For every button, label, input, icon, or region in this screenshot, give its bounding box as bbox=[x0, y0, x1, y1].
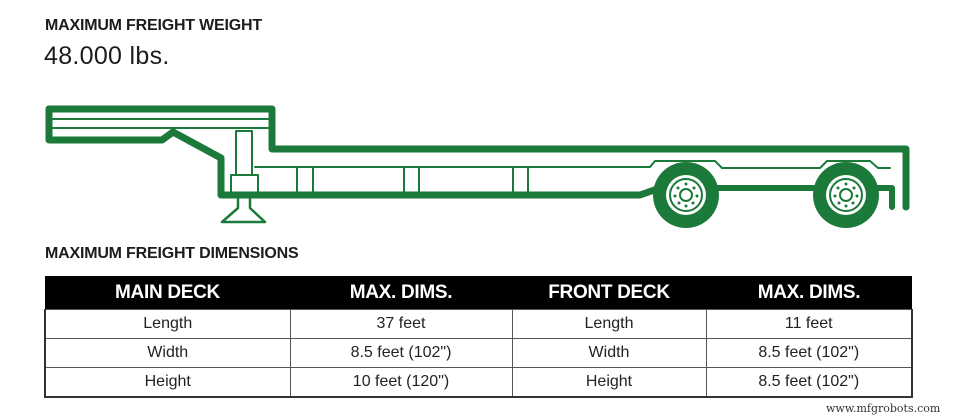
header-front-deck: FRONT DECK bbox=[512, 276, 706, 310]
gooseneck-outline bbox=[45, 105, 910, 211]
dimensions-title: MAXIMUM FREIGHT DIMENSIONS bbox=[45, 245, 299, 262]
front-deck-label: Height bbox=[511, 367, 707, 398]
front-deck-label: Width bbox=[511, 338, 707, 368]
table-row: Length 37 feet Length 11 feet bbox=[44, 309, 913, 339]
front-deck-value: 11 feet bbox=[705, 309, 913, 339]
header-front-max-dims: MAX. DIMS. bbox=[706, 276, 912, 310]
wheel-rear bbox=[813, 162, 879, 228]
main-deck-value: 8.5 feet (102") bbox=[289, 338, 513, 368]
table-row: Height 10 feet (120") Height 8.5 feet (1… bbox=[44, 367, 913, 398]
front-deck-value: 8.5 feet (102") bbox=[705, 338, 913, 368]
main-deck-value: 10 feet (120") bbox=[289, 367, 513, 398]
front-deck-label: Length bbox=[511, 309, 707, 339]
main-deck-label: Length bbox=[44, 309, 291, 339]
front-deck-value: 8.5 feet (102") bbox=[705, 367, 913, 398]
wheel-front bbox=[653, 162, 719, 228]
dimensions-table: MAIN DECK MAX. DIMS. FRONT DECK MAX. DIM… bbox=[44, 276, 913, 398]
header-main-deck: MAIN DECK bbox=[45, 276, 290, 310]
weight-value: 48.000 lbs. bbox=[44, 42, 170, 70]
table-header-row: MAIN DECK MAX. DIMS. FRONT DECK MAX. DIM… bbox=[45, 276, 912, 310]
table-row: Width 8.5 feet (102") Width 8.5 feet (10… bbox=[44, 338, 913, 368]
main-deck-value: 37 feet bbox=[289, 309, 513, 339]
watermark: www.mfgrobots.com bbox=[826, 402, 941, 415]
header-main-max-dims: MAX. DIMS. bbox=[290, 276, 512, 310]
main-deck-label: Width bbox=[44, 338, 291, 368]
main-deck-label: Height bbox=[44, 367, 291, 398]
trailer-diagram bbox=[45, 105, 910, 228]
weight-title: MAXIMUM FREIGHT WEIGHT bbox=[45, 17, 262, 34]
